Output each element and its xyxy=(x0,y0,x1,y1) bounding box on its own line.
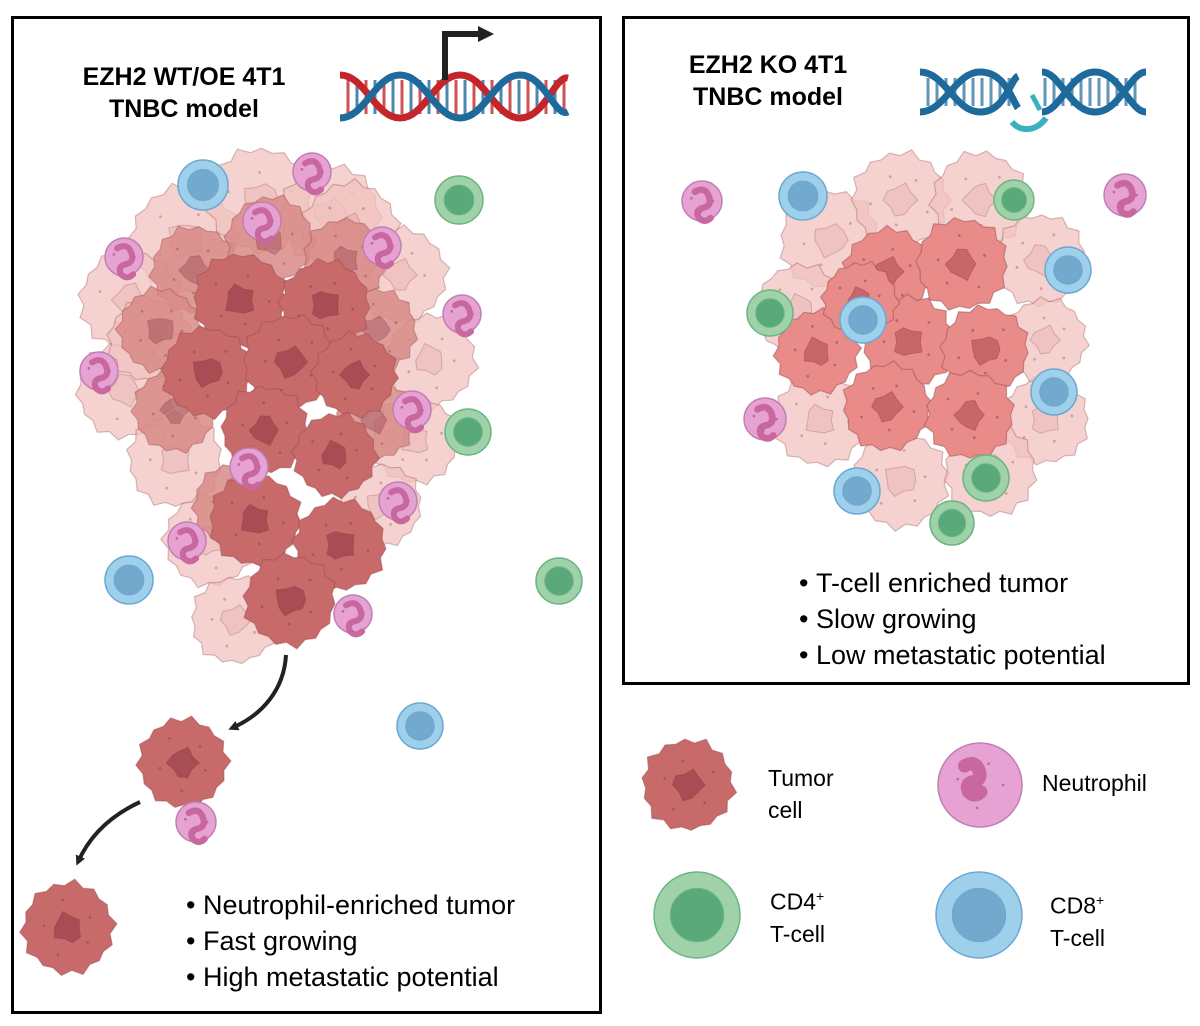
tumor-cell-icon xyxy=(160,324,252,421)
legend-cd4-label: CD4+ T-cell xyxy=(770,880,825,950)
cd8-t-cell-icon xyxy=(839,296,887,344)
legend-cd8-line2: T-cell xyxy=(1050,924,1105,951)
tumor-cell-icon xyxy=(135,715,232,811)
bullet-left-3: High metastatic potential xyxy=(186,959,515,995)
neutrophil-icon xyxy=(392,390,432,434)
tumor-cell-icon xyxy=(774,374,868,468)
cd4-t-cell-icon xyxy=(929,500,975,546)
neutrophil-icon xyxy=(362,226,402,270)
bullet-right-1: T-cell enriched tumor xyxy=(799,565,1106,601)
legend-cd4-line1: CD4+ xyxy=(770,880,825,918)
cd8-t-cell-icon xyxy=(778,171,828,221)
legend-cd8-t-cell-icon xyxy=(935,871,1023,959)
neutrophil-icon xyxy=(1103,173,1147,218)
legend-tumor-cell-icon xyxy=(641,738,738,831)
panel-left-bullets: Neutrophil-enriched tumor Fast growing H… xyxy=(186,887,515,995)
metastasis-arrow-icon xyxy=(228,654,288,731)
cd8-t-cell-icon xyxy=(1030,368,1078,416)
legend-cd8-sup: + xyxy=(1096,892,1105,908)
tumor-cell-icon xyxy=(290,411,381,500)
legend-cd8-base: CD8 xyxy=(1050,892,1097,919)
cd4-t-cell-icon xyxy=(993,179,1035,221)
cd4-t-cell-icon xyxy=(535,557,583,605)
cd8-t-cell-icon xyxy=(177,159,229,211)
panel-left-title-line1: EZH2 WT/OE 4T1 xyxy=(82,63,286,91)
tumor-cell-icon xyxy=(309,330,400,420)
legend-neutrophil-text: Neutrophil xyxy=(1042,770,1147,796)
metastasis-arrow-icon xyxy=(75,800,141,866)
tumor-cell-icon xyxy=(842,360,934,452)
bullet-right-2: Slow growing xyxy=(799,601,1106,637)
tumor-cell-icon xyxy=(923,369,1015,459)
cd8-t-cell-icon xyxy=(104,555,154,605)
tumor-cell-icon xyxy=(915,217,1008,311)
bullet-left-1: Neutrophil-enriched tumor xyxy=(186,887,515,923)
cd4-t-cell-icon xyxy=(434,175,484,225)
neutrophil-icon xyxy=(175,801,217,846)
neutrophil-icon xyxy=(104,237,144,281)
legend-neutrophil-label: Neutrophil xyxy=(1042,767,1147,799)
transcription-arrow-icon xyxy=(442,26,494,80)
neutrophil-icon xyxy=(242,201,282,245)
bullet-right-3: Low metastatic potential xyxy=(799,637,1106,673)
neutrophil-icon xyxy=(378,481,418,525)
tumor-cell-icon xyxy=(19,878,118,977)
legend-tumor-line1: Tumor xyxy=(768,765,834,791)
dna-broken-icon xyxy=(919,68,1147,132)
panel-right-title-line1: EZH2 KO 4T1 xyxy=(688,51,848,79)
legend-cd8-label: CD8+ T-cell xyxy=(1050,884,1105,954)
panel-left-title: EZH2 WT/OE 4T1 TNBC model xyxy=(44,61,324,125)
panel-right-bullets: T-cell enriched tumor Slow growing Low m… xyxy=(799,565,1106,673)
cd4-t-cell-icon xyxy=(746,289,794,337)
neutrophil-icon xyxy=(229,447,269,491)
cd8-t-cell-icon xyxy=(1044,246,1092,294)
legend-cd4-sup: + xyxy=(816,888,825,904)
neutrophil-icon xyxy=(743,397,787,442)
neutrophil-icon xyxy=(167,521,207,565)
neutrophil-icon xyxy=(442,294,482,338)
tumor-cell-icon xyxy=(242,552,336,650)
cd4-t-cell-icon xyxy=(962,454,1010,502)
legend-cd4-base: CD4 xyxy=(770,888,817,915)
bullet-left-2: Fast growing xyxy=(186,923,515,959)
legend-tumor-label: Tumor cell xyxy=(768,762,834,826)
cd8-t-cell-icon xyxy=(833,467,881,515)
legend-cd4-t-cell-icon xyxy=(653,871,741,959)
panel-right-title: EZH2 KO 4T1 TNBC model xyxy=(643,49,893,113)
tumor-cell-icon xyxy=(209,474,303,568)
legend-cd4-line2: T-cell xyxy=(770,920,825,947)
neutrophil-icon xyxy=(681,180,723,225)
tumor-cell-icon xyxy=(242,313,340,410)
legend-tumor-line2: cell xyxy=(768,797,803,823)
dna-active-icon xyxy=(339,26,570,122)
tumor-cell-icon xyxy=(772,306,863,396)
neutrophil-icon xyxy=(79,351,119,395)
panel-left-title-line2: TNBC model xyxy=(109,95,259,123)
legend-neutrophil-icon xyxy=(937,742,1023,828)
neutrophil-icon xyxy=(292,152,332,196)
neutrophil-icon xyxy=(333,594,373,638)
legend-cd8-line1: CD8+ xyxy=(1050,884,1105,922)
cd4-t-cell-icon xyxy=(444,408,492,456)
cd8-t-cell-icon xyxy=(396,702,444,750)
panel-right-title-line2: TNBC model xyxy=(693,83,843,111)
